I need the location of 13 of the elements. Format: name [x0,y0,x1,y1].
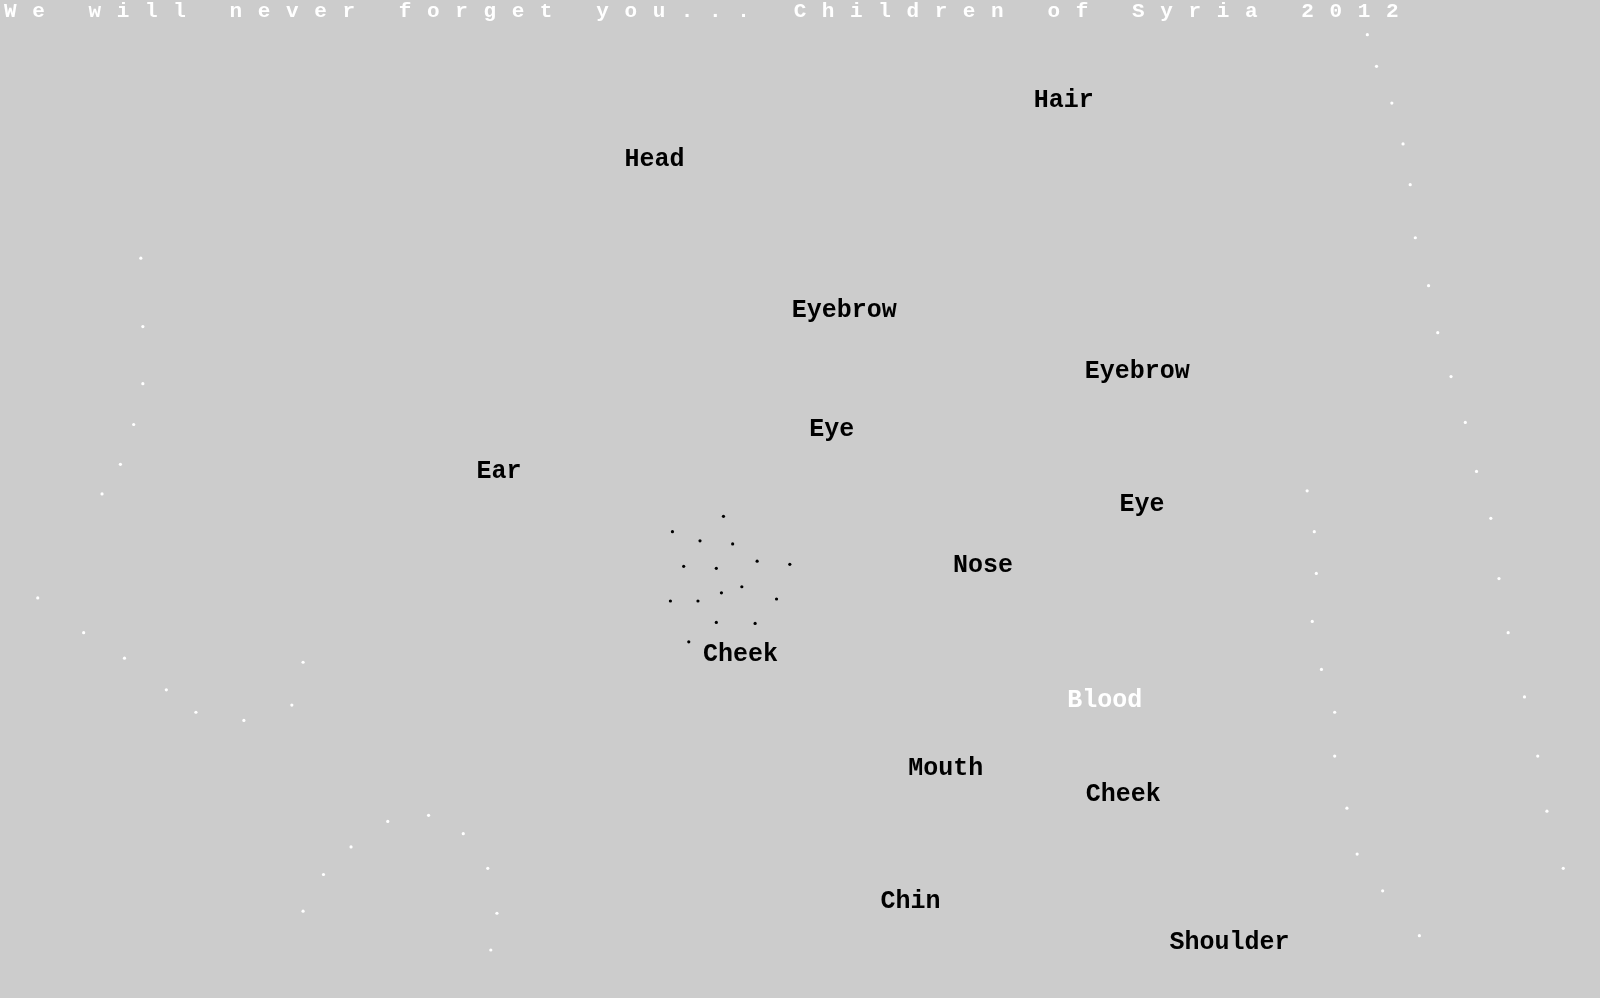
face-part-label: Shoulder [1169,928,1290,957]
face-part-label: Cheek [703,641,779,670]
face-part-label: Eyebrow [791,297,897,326]
face-part-label: Eye [1119,491,1165,520]
face-part-label: Nose [953,552,1014,581]
face-part-label: Head [624,146,685,175]
face-part-label: Eyebrow [1084,358,1190,387]
face-part-label: Mouth [908,755,984,784]
face-part-label: Chin [880,888,941,917]
face-part-label: Ear [476,458,522,487]
face-part-label: Cheek [1085,780,1161,809]
face-part-label: Eye [809,415,855,444]
face-part-label: Hair [1033,87,1094,115]
